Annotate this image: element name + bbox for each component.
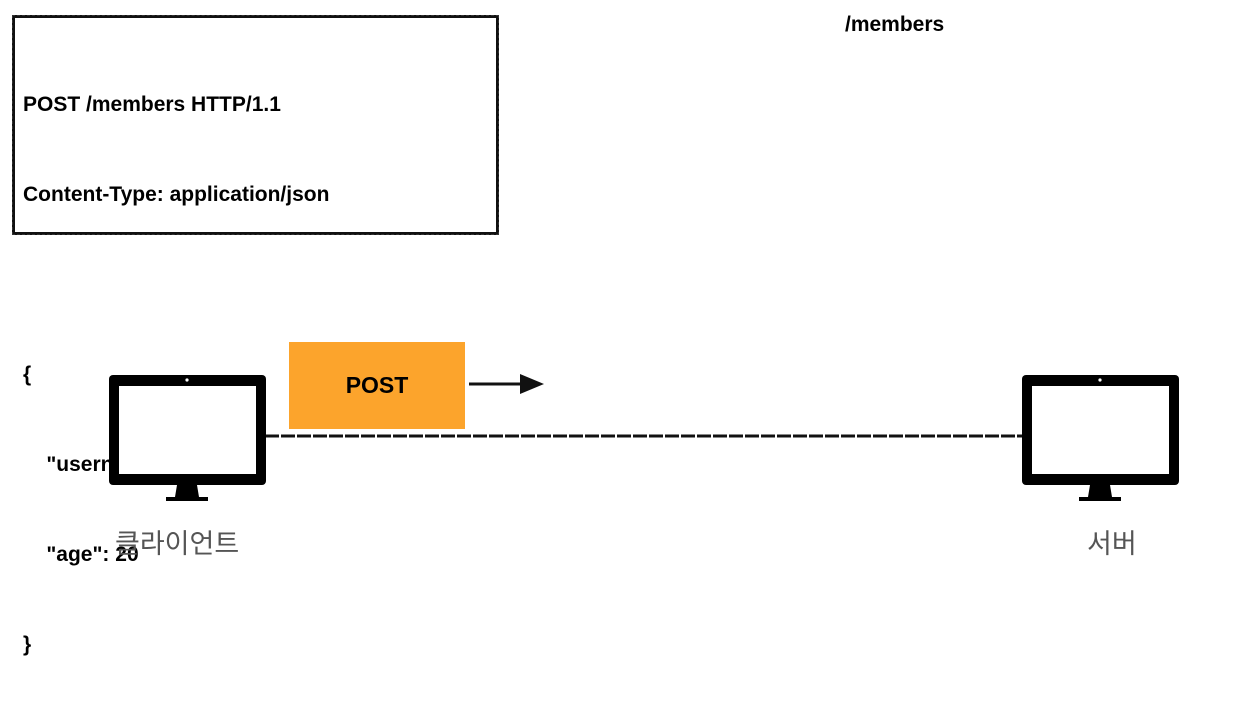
- resource-path-label: /members: [845, 13, 945, 36]
- method-label: POST: [345, 372, 409, 398]
- request-line: }: [23, 633, 32, 656]
- request-line: Content-Type: application/json: [23, 183, 330, 206]
- request-line: {: [23, 363, 32, 386]
- method-box: POST: [289, 342, 465, 429]
- request-line: POST /members HTTP/1.1: [23, 93, 281, 116]
- client-monitor-icon: [109, 375, 266, 501]
- diagram-canvas: [109, 374, 1179, 501]
- arrow-right-icon: [469, 374, 544, 394]
- server-monitor-icon: [1022, 375, 1179, 501]
- request-line: "age": 20: [23, 543, 139, 566]
- client-label: 클라이언트: [115, 529, 240, 560]
- server-label: 서버: [1087, 529, 1137, 560]
